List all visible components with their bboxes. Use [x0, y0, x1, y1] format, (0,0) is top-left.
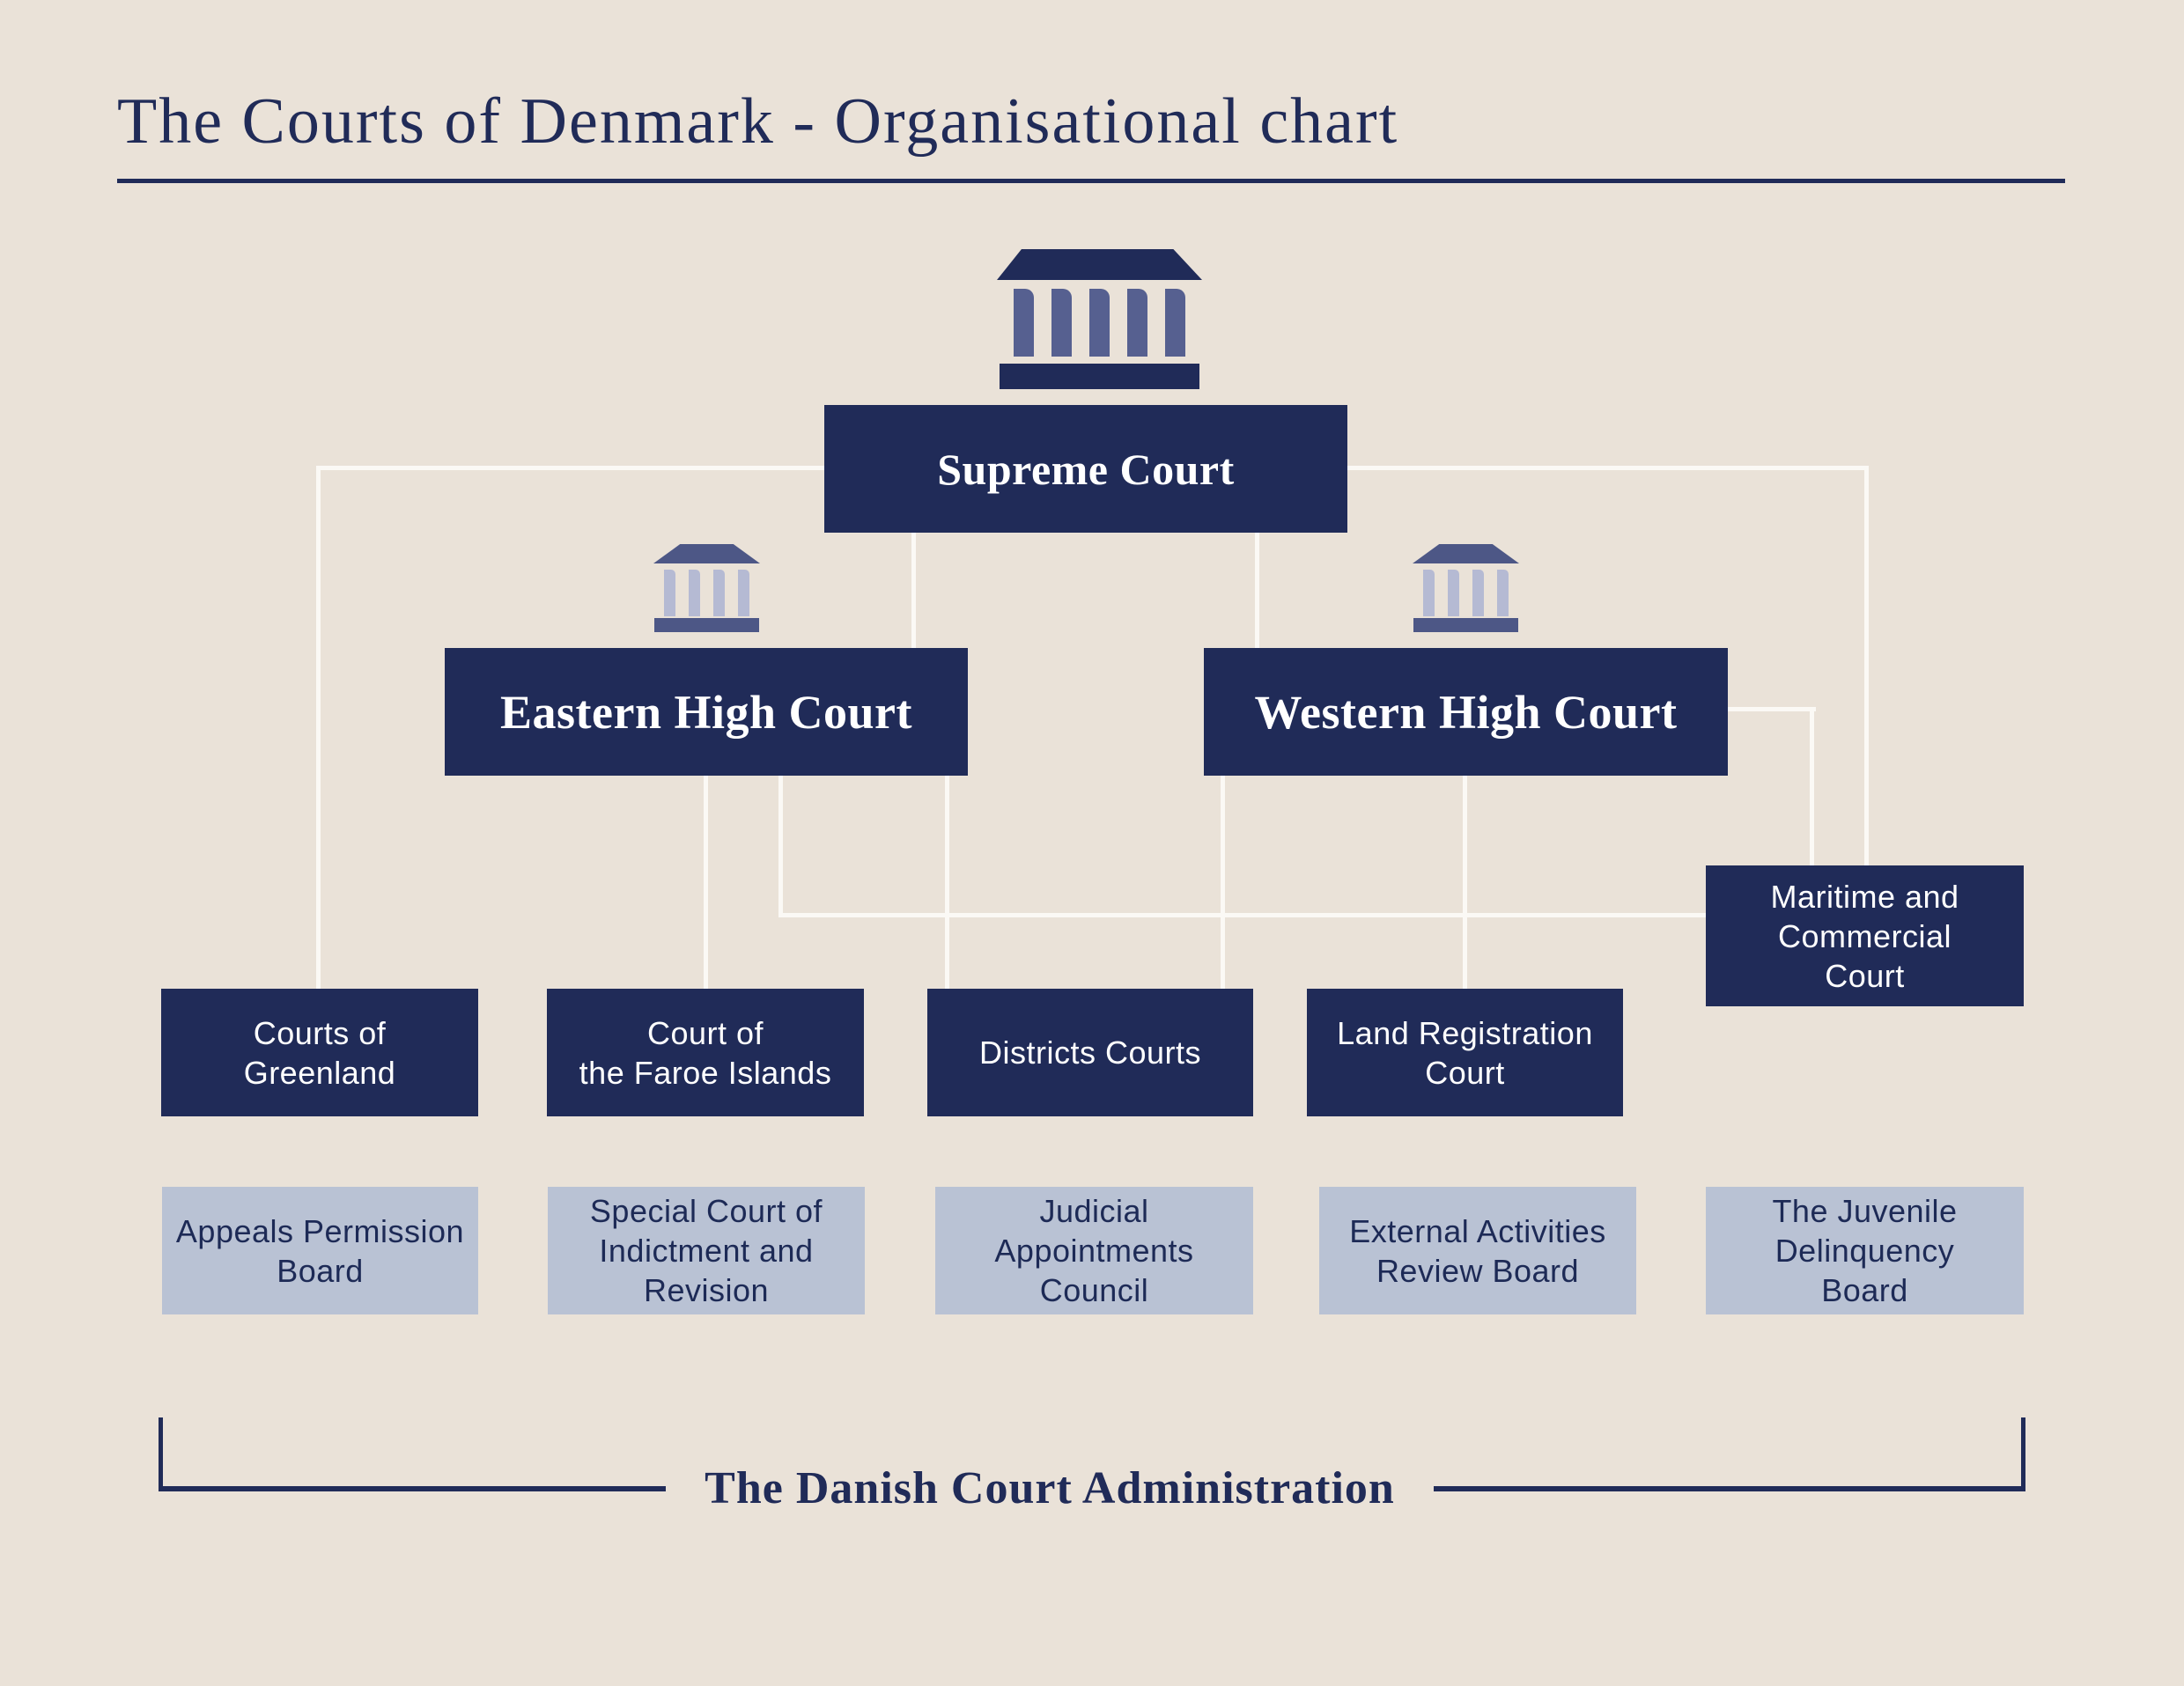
node-land-registration-court: Land Registration Court — [1307, 989, 1623, 1116]
node-appeals-permission-board-label: Appeals Permission Board — [175, 1212, 465, 1289]
node-external-activities-review-board: External Activities Review Board — [1319, 1187, 1636, 1314]
temple-icon-small-eastern — [653, 544, 760, 632]
connector-eastern-to-faroe — [704, 776, 708, 989]
node-juvenile-delinquency-board-label: The Juvenile Delinquency Board — [1772, 1193, 1958, 1308]
temple-icon-small-western — [1413, 544, 1519, 632]
connector-western-to-landregistration — [1463, 776, 1467, 989]
connector-western-to-districts — [1221, 776, 1225, 989]
node-eastern-high-court-label: Eastern High Court — [500, 685, 912, 739]
node-judicial-appointments-council: Judicial Appointments Council — [935, 1187, 1253, 1314]
footer-label: The Danish Court Administration — [705, 1463, 1395, 1513]
node-eastern-high-court: Eastern High Court — [445, 648, 968, 776]
node-special-court-indictment-revision: Special Court of Indictment and Revision — [548, 1187, 865, 1314]
temple-icon-large — [997, 249, 1202, 390]
node-court-of-faroe-islands: Court of the Faroe Islands — [547, 989, 864, 1116]
connector-eastern-to-districts — [945, 776, 949, 989]
node-court-of-faroe-islands-label: Court of the Faroe Islands — [579, 1014, 832, 1091]
node-courts-of-greenland: Courts of Greenland — [161, 989, 478, 1116]
connector-supreme-to-eastern — [911, 533, 916, 648]
node-districts-courts-label: Districts Courts — [978, 1034, 1202, 1071]
connector-eastern-to-maritime-vertical — [778, 776, 783, 917]
node-districts-courts: Districts Courts — [927, 989, 1253, 1116]
node-appeals-permission-board: Appeals Permission Board — [162, 1187, 478, 1314]
bracket-left-horizontal — [159, 1486, 666, 1491]
node-maritime-commercial-court: Maritime and Commercial Court — [1706, 865, 2024, 1006]
node-land-registration-court-label: Land Registration Court — [1337, 1014, 1593, 1091]
title-underline — [117, 179, 2065, 183]
page-title: The Courts of Denmark - Organisational c… — [117, 85, 1399, 158]
bracket-right-horizontal — [1434, 1486, 2025, 1491]
bracket-right-vertical — [2021, 1417, 2025, 1491]
node-juvenile-delinquency-board: The Juvenile Delinquency Board — [1706, 1187, 2024, 1314]
node-courts-of-greenland-label: Courts of Greenland — [243, 1014, 396, 1091]
node-supreme-court: Supreme Court — [824, 405, 1347, 533]
node-judicial-appointments-council-label: Judicial Appointments Council — [994, 1193, 1194, 1308]
node-external-activities-review-board-label: External Activities Review Board — [1349, 1212, 1606, 1289]
connector-eastern-to-maritime-horizontal — [778, 913, 1706, 917]
connector-to-greenland — [316, 466, 321, 989]
bracket-left-vertical — [159, 1417, 163, 1491]
node-special-court-indictment-revision-label: Special Court of Indictment and Revision — [589, 1193, 823, 1308]
connector-supreme-to-western — [1255, 533, 1259, 648]
connector-supreme-to-maritime — [1864, 466, 1869, 865]
connector-western-to-maritime-vertical — [1810, 707, 1814, 865]
connector-western-to-maritime-horizontal — [1728, 707, 1816, 711]
node-western-high-court: Western High Court — [1204, 648, 1728, 776]
node-maritime-commercial-court-label: Maritime and Commercial Court — [1770, 878, 1959, 994]
node-supreme-court-label: Supreme Court — [937, 444, 1235, 494]
node-western-high-court-label: Western High Court — [1254, 685, 1678, 739]
